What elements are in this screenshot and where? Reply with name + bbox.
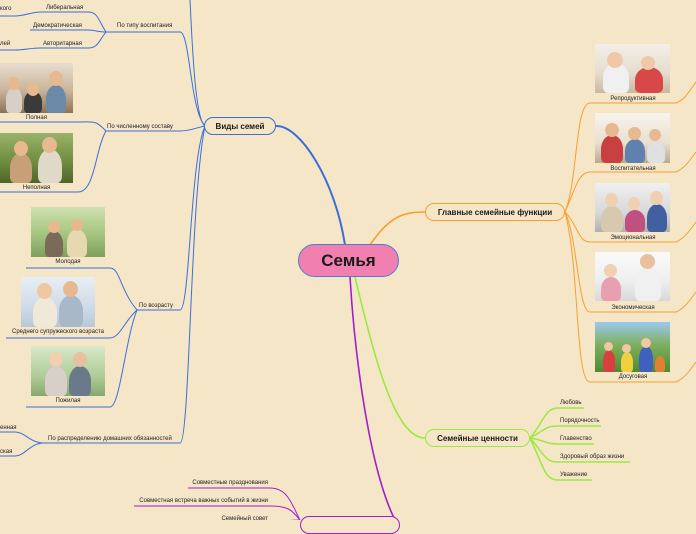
connector-lines [0, 0, 696, 520]
photo-educational [595, 113, 670, 163]
function-leisure[interactable]: Досуговая [618, 374, 648, 380]
value-healthy-lifestyle[interactable]: Здоровый образ жизни [560, 454, 625, 460]
photo-emotional [595, 183, 670, 232]
tradition-family-council[interactable]: Семейный совет [221, 516, 268, 522]
photo-young-family [31, 207, 105, 257]
photo-leisure [595, 322, 670, 372]
upbringing-cut-label-2[interactable]: лей [0, 41, 11, 47]
size-incomplete[interactable]: Неполная [22, 185, 51, 191]
photo-single-parent [0, 133, 73, 183]
age-young[interactable]: Молодая [55, 259, 81, 265]
branch-family-types-label: Виды семей [215, 121, 265, 131]
photo-middle-age-family [21, 277, 95, 327]
branch-family-values[interactable]: Семейные ценности [425, 429, 530, 447]
value-leadership[interactable]: Главенство [560, 436, 592, 442]
root-node[interactable]: Семья [298, 244, 399, 277]
duties-cut-label-1[interactable]: енная [0, 425, 17, 431]
branch-family-values-label: Семейные ценности [437, 433, 518, 443]
photo-reproductive [595, 44, 670, 93]
upbringing-authoritarian[interactable]: Авторитарная [43, 41, 83, 47]
duties-cut-label-2[interactable]: ская [0, 449, 13, 455]
branch-traditions[interactable] [300, 516, 400, 534]
function-economic[interactable]: Экономическая [611, 305, 655, 311]
function-emotional[interactable]: Эмоциональная [610, 235, 656, 241]
age-middle[interactable]: Среднего супружеского возраста [12, 329, 104, 335]
branch-family-types[interactable]: Виды семей [204, 117, 276, 135]
root-title: Семья [321, 250, 376, 270]
value-decency[interactable]: Порядочность [560, 418, 600, 424]
upbringing-democratic[interactable]: Демократическая [33, 23, 82, 29]
upbringing-liberal[interactable]: Либеральная [46, 5, 84, 11]
size-full[interactable]: Полная [26, 115, 47, 121]
group-age-label[interactable]: По возрасту [139, 303, 173, 309]
function-educational[interactable]: Воспитательная [610, 166, 656, 172]
value-respect[interactable]: Уважение [560, 472, 588, 478]
tradition-important-events[interactable]: Совместная встреча важных событий в жизн… [139, 498, 268, 504]
tradition-celebrations[interactable]: Совместные празднования [192, 480, 268, 486]
group-size-label[interactable]: По численному составу [107, 124, 173, 130]
value-love[interactable]: Любовь [560, 400, 582, 406]
age-elderly[interactable]: Пожилая [55, 398, 81, 404]
branch-main-functions-label: Главные семейные функции [437, 207, 553, 217]
upbringing-cut-label-1[interactable]: кого [0, 6, 12, 12]
photo-economic [595, 252, 670, 301]
group-upbringing-label[interactable]: По типу воспитания [117, 23, 173, 29]
photo-elderly-family [31, 346, 105, 396]
function-reproductive[interactable]: Репродуктивная [610, 96, 656, 102]
group-duties-label[interactable]: По распределению домашних обязанностей [48, 436, 172, 442]
photo-full-family [0, 63, 73, 113]
branch-main-functions[interactable]: Главные семейные функции [425, 203, 565, 221]
